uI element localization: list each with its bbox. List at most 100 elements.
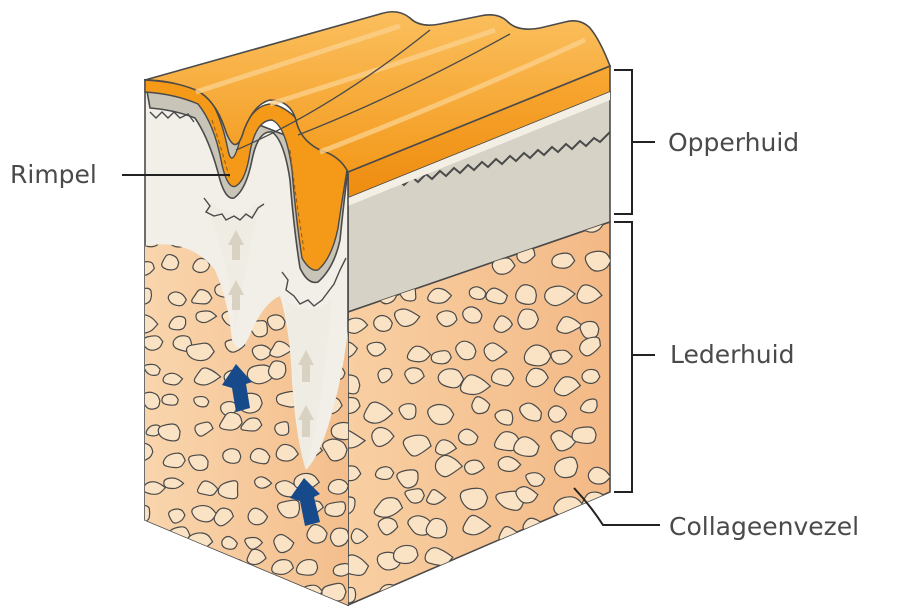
collagen-cell bbox=[513, 436, 540, 458]
collagen-cell bbox=[402, 434, 432, 457]
collagen-cell bbox=[398, 403, 417, 420]
collagen-cell bbox=[517, 308, 540, 330]
collagen-cell bbox=[162, 452, 186, 469]
collagen-cell bbox=[167, 291, 188, 307]
dermis-label: Lederhuid bbox=[670, 340, 794, 369]
collagen-cell bbox=[457, 428, 479, 446]
collagen-cell bbox=[463, 459, 486, 475]
top-surface bbox=[144, 10, 612, 174]
collagen-cell bbox=[193, 367, 222, 386]
layer-brackets bbox=[614, 69, 655, 493]
collagen-cell bbox=[329, 527, 348, 547]
collagen-cell bbox=[145, 504, 151, 523]
collagen-cell bbox=[550, 430, 578, 452]
collagen-cell bbox=[572, 577, 596, 598]
collagen-cell bbox=[191, 504, 218, 523]
collagen-cell bbox=[348, 586, 357, 604]
collagen-cell bbox=[434, 454, 464, 478]
collagen-cell bbox=[145, 335, 164, 351]
collagen-cell bbox=[526, 560, 549, 577]
collagen-cell bbox=[145, 525, 164, 543]
collagen-cell bbox=[576, 284, 603, 304]
collagen-cell bbox=[404, 367, 425, 385]
collagen-cell bbox=[267, 360, 287, 380]
collagen-cell bbox=[399, 591, 420, 605]
collagen-cell bbox=[462, 514, 492, 536]
collagen-cell bbox=[145, 391, 161, 410]
collagen-cell bbox=[373, 496, 404, 518]
collagen-cell bbox=[271, 559, 295, 576]
collagen-cell bbox=[163, 477, 185, 490]
collagen-cell bbox=[161, 253, 180, 271]
collagen-cell bbox=[187, 561, 206, 577]
collagen-cell bbox=[406, 345, 432, 363]
collagen-cell bbox=[348, 430, 367, 449]
collagen-leader bbox=[573, 487, 660, 526]
collagen-cell bbox=[525, 367, 549, 388]
collagen-cell bbox=[327, 478, 348, 495]
collagen-cell bbox=[580, 554, 608, 577]
collagen-cell bbox=[553, 574, 583, 598]
collagen-cell bbox=[168, 508, 186, 524]
collagen-cell bbox=[425, 517, 448, 539]
collagen-cell bbox=[145, 313, 159, 334]
collagen-cell bbox=[437, 368, 465, 389]
collagen-cell bbox=[427, 403, 455, 426]
collagen-cell bbox=[213, 507, 235, 527]
dermis-bracket bbox=[614, 221, 633, 493]
collagen-cell bbox=[550, 349, 573, 365]
collagen-cell bbox=[463, 585, 484, 602]
collagen-cell bbox=[145, 585, 158, 604]
collagen-cell bbox=[553, 456, 579, 479]
collagen-cell bbox=[145, 553, 161, 571]
collagen-cell bbox=[266, 314, 286, 331]
pale-up-arrow-icon bbox=[228, 230, 314, 437]
collagen-cell bbox=[462, 559, 485, 579]
collagen-cell bbox=[246, 548, 267, 566]
collagen-cell bbox=[185, 342, 215, 362]
collagen-cell bbox=[558, 556, 578, 572]
collagen-cell bbox=[523, 344, 552, 367]
collagen-cell bbox=[378, 583, 400, 600]
collagen-cell bbox=[162, 372, 184, 386]
collagen-cell bbox=[348, 496, 356, 516]
collagen-cell bbox=[471, 396, 491, 415]
collagen-cell bbox=[321, 582, 347, 602]
collagen-cell bbox=[324, 501, 347, 518]
collagen-cell bbox=[434, 439, 458, 456]
collagen-cell bbox=[515, 284, 538, 305]
collagen-cell bbox=[274, 421, 290, 436]
collagen-cell bbox=[242, 581, 266, 602]
wrinkle-groove-2 bbox=[285, 300, 332, 470]
collagen-cell bbox=[273, 533, 295, 554]
left-orange-surface bbox=[144, 79, 349, 271]
collagen-cell bbox=[247, 507, 269, 526]
collagen-cell bbox=[145, 261, 155, 276]
collagen-cell bbox=[348, 465, 362, 482]
collagen-cell bbox=[222, 448, 242, 464]
collagen-cell bbox=[393, 308, 421, 328]
collagen-cell bbox=[525, 472, 546, 487]
collagen-cell bbox=[404, 488, 425, 504]
collagen-cell bbox=[468, 286, 487, 301]
collagen-cell bbox=[581, 368, 601, 384]
collagen-fiber-label: Collageenvezel bbox=[669, 512, 859, 541]
collagen-cell bbox=[579, 320, 600, 340]
collagen-cell bbox=[436, 310, 458, 328]
collagen-cell bbox=[396, 469, 419, 489]
collagen-cell bbox=[571, 426, 597, 445]
collagen-cell bbox=[348, 341, 359, 360]
collagen-cell bbox=[306, 524, 328, 544]
collagen-cell bbox=[422, 574, 451, 595]
collagen-cell bbox=[493, 544, 520, 566]
collagen-cell bbox=[145, 363, 161, 377]
epidermis-label: Opperhuid bbox=[668, 128, 799, 157]
collagen-cell bbox=[579, 336, 602, 357]
collagen-cell bbox=[483, 342, 508, 362]
top-surface-waves bbox=[144, 10, 612, 174]
collagen-cell bbox=[493, 315, 514, 334]
collagen-cell bbox=[217, 480, 239, 500]
collagen-cell bbox=[374, 466, 395, 481]
collagen-cell bbox=[547, 405, 568, 423]
